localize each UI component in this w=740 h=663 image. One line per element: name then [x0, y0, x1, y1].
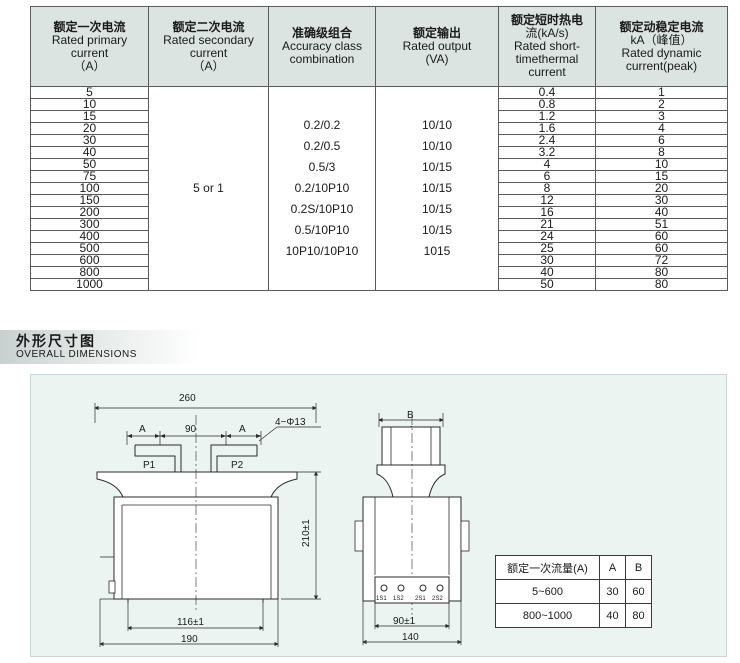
- header-secondary-current: 额定二次电流 Rated secondary current （A）: [148, 6, 269, 87]
- rated-output-item: 10/10: [421, 139, 453, 153]
- ab-dimension-table: 额定一次流量(A) A B 5~600 30 60 800~1000 40 80: [495, 555, 652, 628]
- dimension-drawing-panel: 260 A 90 A 4−Φ13 P1 P2: [30, 374, 727, 657]
- rated-output-item: 1015: [423, 244, 451, 258]
- side-view: B A 1S1 1S2 2S1 2S2: [354, 410, 470, 645]
- header-rated-output: 额定输出 Rated output (VA): [375, 6, 499, 87]
- terminal-screw-icon: [397, 584, 405, 592]
- dim-140-label: 140: [402, 632, 419, 643]
- accuracy-class-item: 0.2/10P10: [294, 181, 350, 195]
- accuracy-class-item: 10P10/10P10: [285, 244, 359, 258]
- terminal-p1-label: P1: [143, 460, 156, 471]
- secondary-current-cell: 5 or 1: [148, 86, 269, 291]
- primary-current-cell: 100: [30, 182, 149, 195]
- thermal-current-cell: 3.2: [498, 146, 596, 159]
- dim-b-label: B: [407, 410, 414, 421]
- dim-116-label: 116±1: [177, 617, 204, 628]
- rated-output-cell: 10/10 10/10 10/15 10/15 10/15 10/15 1015: [375, 86, 499, 291]
- dimension-drawing: 260 A 90 A 4−Φ13 P1 P2: [94, 393, 470, 647]
- dim-90-side-label: 90±1: [393, 616, 416, 627]
- terminal-screw-icon: [436, 584, 444, 592]
- table-row: 5~600 30 60: [495, 579, 652, 604]
- accuracy-class-cell: 0.2/0.2 0.2/0.5 0.5/3 0.2/10P10 0.2S/10P…: [268, 86, 376, 291]
- terminal-label: 1S1: [376, 596, 387, 602]
- ab-header-cell: A: [599, 555, 626, 580]
- section-title-en: OVERALL DIMENSIONS: [16, 349, 137, 360]
- insulator-cap: [96, 471, 298, 498]
- dim-210-label: 210±1: [301, 519, 312, 547]
- accuracy-class-item: 0.2/0.5: [303, 139, 341, 153]
- terminal-screw-icon: [419, 584, 427, 592]
- spec-table: 额定一次电流 Rated primary current （A） 额定二次电流 …: [30, 6, 728, 291]
- header-primary-current: 额定一次电流 Rated primary current （A）: [30, 6, 149, 87]
- rated-output-item: 10/15: [421, 202, 453, 216]
- ab-cell: 30: [599, 579, 626, 604]
- rated-output-item: 10/15: [421, 160, 453, 174]
- dim-190-label: 190: [181, 634, 198, 645]
- section-title-cn: 外形尺寸图: [16, 333, 96, 349]
- ab-header-cell: 额定一次流量(A): [495, 555, 600, 580]
- dynamic-current-cell: 80: [595, 278, 728, 291]
- accuracy-class-item: 0.5/3: [308, 160, 336, 174]
- terminal-label: 2S1: [415, 596, 426, 602]
- ab-cell: 5~600: [495, 579, 600, 604]
- rated-output-item: 10/15: [421, 223, 453, 237]
- terminal-bar-p1: [134, 444, 182, 472]
- table-row: 800~1000 40 80: [495, 603, 652, 628]
- front-view: 260 A 90 A 4−Φ13 P1 P2: [94, 393, 321, 647]
- ab-cell: 800~1000: [495, 603, 600, 628]
- side-terminal-plate: [381, 426, 441, 466]
- primary-current-cell: 300: [30, 218, 149, 231]
- terminal-label: 2S2: [432, 596, 443, 602]
- secondary-terminal-block: [374, 576, 450, 604]
- ab-header-row: 额定一次流量(A) A B: [495, 555, 652, 580]
- spec-header-row: 额定一次电流 Rated primary current （A） 额定二次电流 …: [30, 6, 728, 87]
- table-row: 5 5 or 1 0.2/0.2 0.2/0.5 0.5/3 0.2/10P10…: [30, 86, 728, 291]
- accuracy-class-item: 0.2S/10P10: [290, 202, 354, 216]
- dim-4phi13-label: 4−Φ13: [275, 417, 306, 428]
- ab-cell: 80: [625, 603, 652, 628]
- accuracy-class-item: 0.2/0.2: [303, 118, 341, 132]
- thermal-current-cell: 50: [498, 278, 596, 291]
- dim-90-label: 90: [185, 424, 197, 435]
- dim-a-label-right: A: [239, 424, 246, 435]
- header-accuracy-class: 准确级组合 Accuracy class combination: [268, 6, 376, 87]
- dynamic-current-cell: 72: [595, 254, 728, 267]
- terminal-bar-p2: [210, 444, 258, 472]
- terminal-label: 1S2: [393, 596, 404, 602]
- primary-current-cell: 30: [30, 134, 149, 147]
- primary-current-cell: 400: [30, 230, 149, 243]
- header-thermal-current: 额定短时热电 流(kA/s) Rated short- timethermal …: [498, 6, 596, 87]
- ab-cell: 40: [599, 603, 626, 628]
- header-dynamic-current: 额定动稳定电流 kA（峰值） Rated dynamic current(pea…: [595, 6, 728, 87]
- rated-output-item: 10/10: [421, 118, 453, 132]
- dim-a-label-left: A: [139, 424, 146, 435]
- section-header-band: [0, 330, 200, 364]
- ab-cell: 60: [625, 579, 652, 604]
- side-insulator-cap: [376, 464, 446, 498]
- terminal-screw-icon: [380, 584, 388, 592]
- dim-260-label: 260: [179, 393, 196, 404]
- accuracy-class-item: 0.5/10P10: [294, 223, 350, 237]
- primary-current-cell: 1000: [30, 278, 149, 291]
- terminal-p2-label: P2: [231, 460, 244, 471]
- ab-header-cell: B: [625, 555, 652, 580]
- rated-output-item: 10/15: [421, 181, 453, 195]
